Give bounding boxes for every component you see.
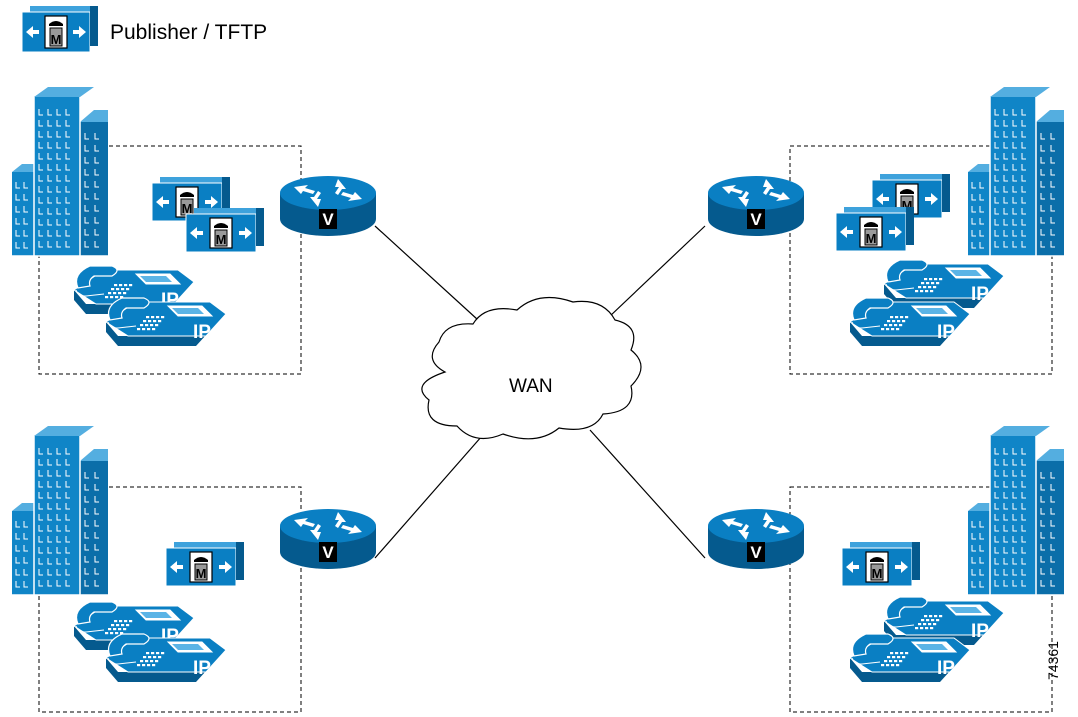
site-boundary	[38, 486, 302, 713]
svg-text:M: M	[51, 32, 62, 47]
call-manager-server-icon: M	[165, 542, 244, 587]
ip-phone-icon: IP	[105, 633, 227, 682]
wan-link	[374, 427, 490, 559]
svg-text:IP: IP	[193, 322, 211, 343]
voice-router-icon: V	[280, 509, 376, 569]
svg-text:IP: IP	[193, 658, 211, 679]
svg-text:IP: IP	[971, 621, 989, 642]
svg-text:M: M	[182, 201, 193, 216]
svg-text:V: V	[750, 543, 762, 562]
svg-text:M: M	[872, 566, 883, 581]
call-manager-server-icon: M	[841, 542, 920, 587]
svg-text:IP: IP	[937, 322, 955, 343]
wan-label: WAN	[509, 376, 553, 397]
svg-text:IP: IP	[971, 284, 989, 305]
office-building-icon	[12, 426, 108, 596]
ip-phone-icon: IP	[849, 633, 971, 682]
voice-router-icon: V	[708, 176, 804, 236]
call-manager-server-icon: M	[185, 208, 264, 253]
office-building-icon	[968, 426, 1064, 596]
svg-text:IP: IP	[937, 658, 955, 679]
svg-text:M: M	[866, 231, 877, 246]
svg-text:M: M	[196, 566, 207, 581]
svg-text:M: M	[216, 232, 227, 247]
site-boundary	[789, 486, 1053, 713]
ip-phone-icon: IP	[105, 297, 227, 346]
ip-phone-icon: IP	[883, 259, 1005, 308]
svg-text:M: M	[902, 198, 913, 213]
wan-link	[589, 429, 706, 559]
wan-link	[374, 225, 490, 331]
office-building-icon	[968, 87, 1064, 257]
legend-label: Publisher / TFTP	[110, 21, 268, 44]
figure-id: 74361	[1045, 641, 1061, 680]
office-building-icon	[12, 87, 108, 257]
svg-text:V: V	[322, 543, 334, 562]
call-manager-server-icon: M	[835, 207, 914, 252]
svg-text:V: V	[322, 210, 334, 229]
voice-router-icon: V	[708, 509, 804, 569]
ip-phone-icon: IP	[883, 596, 1005, 645]
voice-router-icon: V	[280, 176, 376, 236]
ip-phone-icon: IP	[849, 297, 971, 346]
svg-text:V: V	[750, 210, 762, 229]
call-manager-server-icon: M	[21, 6, 98, 53]
wan-cloud-icon	[421, 296, 642, 440]
